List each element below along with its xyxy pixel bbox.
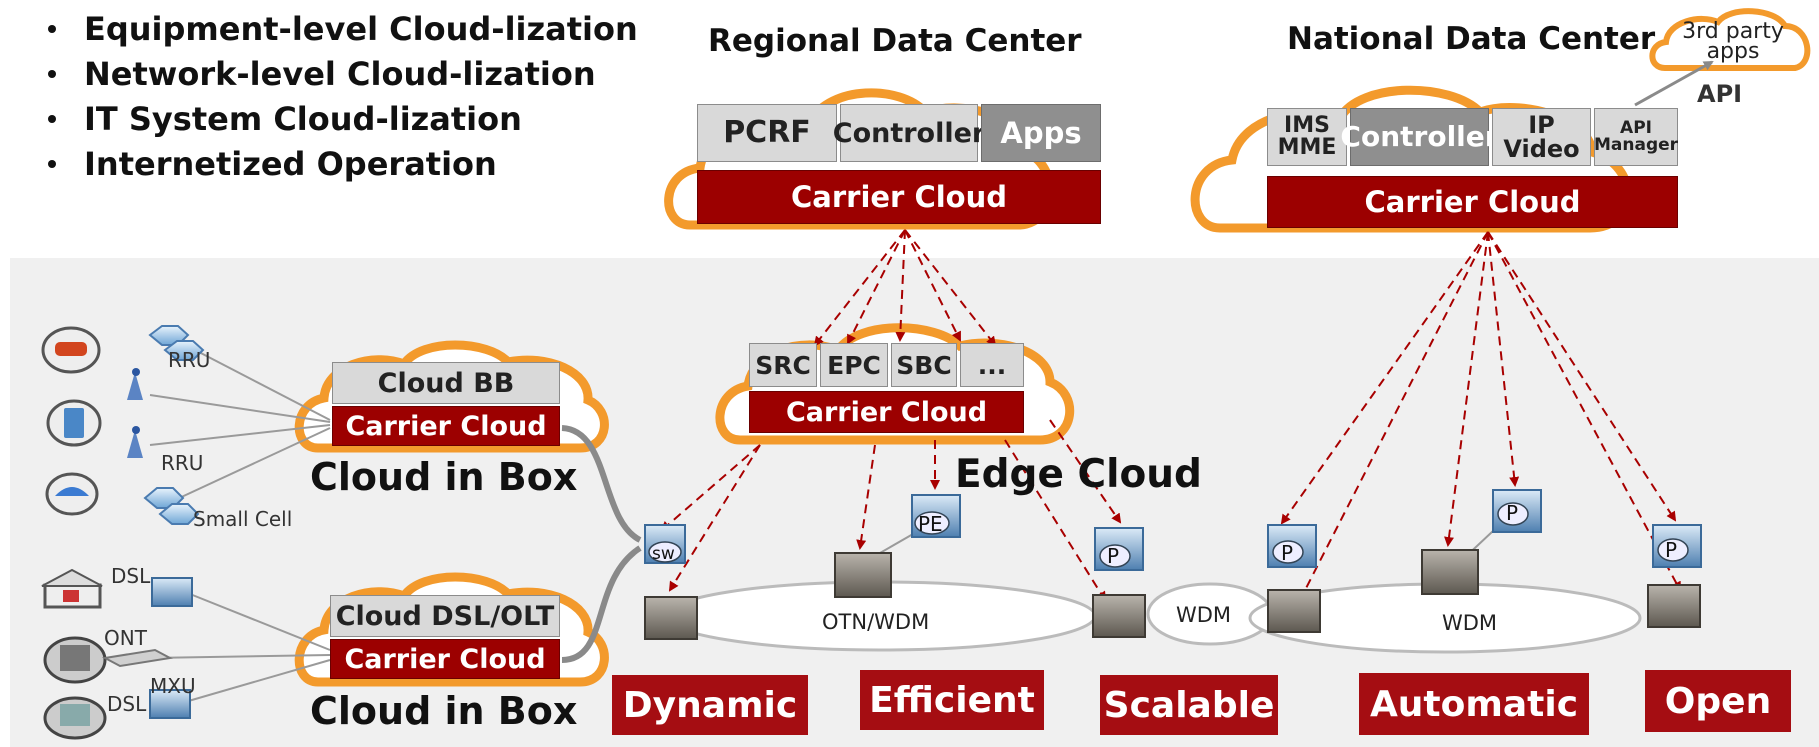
box-top-module: Cloud BB (332, 362, 560, 404)
pe-node-label: PE (918, 512, 943, 536)
dsl-label-2: DSL (107, 692, 147, 716)
bullet-text: Internetized Operation (84, 145, 497, 183)
device-server-icon (43, 696, 107, 740)
national-module-api-manager: API Manager (1594, 108, 1678, 166)
box-top-label: Cloud in Box (310, 455, 578, 499)
bullet-2: Network-level Cloud-lization (48, 55, 596, 93)
p-node-icon-1 (1094, 527, 1144, 571)
bullet-dot (48, 25, 56, 33)
bullet-4: Internetized Operation (48, 145, 497, 183)
tag-efficient: Efficient (860, 670, 1044, 730)
box-top-uplink (561, 425, 642, 543)
box-bottom-uplink (561, 545, 642, 663)
regional-module-pcrf: PCRF (697, 104, 837, 162)
ring-label-wdm-1: WDM (1176, 603, 1232, 627)
p-node-label-2: P (1281, 541, 1294, 565)
pe-node-icon (911, 494, 961, 538)
bullet-text: Equipment-level Cloud-lization (84, 10, 638, 48)
tag-automatic: Automatic (1359, 673, 1589, 735)
box-bottom-label: Cloud in Box (310, 689, 578, 733)
bullet-dot (48, 70, 56, 78)
mxu-icon (149, 689, 191, 719)
p-node-icon-4 (1652, 524, 1702, 568)
third-party-apps-label: 3rd party apps (1682, 19, 1784, 64)
p-node-label-1: P (1107, 544, 1120, 568)
ont-label: ONT (104, 626, 147, 650)
regional-title: Regional Data Center (708, 23, 1082, 59)
bullet-dot (48, 115, 56, 123)
bullet-3: IT System Cloud-lization (48, 100, 522, 138)
edge-module-src: SRC (749, 343, 817, 387)
small-cell-icon (143, 487, 200, 525)
ring-label-otn-wdm: OTN/WDM (822, 610, 930, 634)
tag-open: Open (1645, 670, 1791, 732)
box-bottom-carrier-cloud: Carrier Cloud (330, 639, 560, 679)
api-arrow (1634, 60, 1714, 107)
sw-node-label: sw (652, 544, 675, 564)
ont-icon (101, 648, 174, 668)
third-party-cloud-shape (1649, 8, 1811, 71)
p-node-label-4: P (1665, 538, 1678, 562)
device-tablet-icon (46, 399, 102, 447)
rack-icon-4 (1267, 589, 1321, 633)
edge-module-sbc: SBC (891, 343, 957, 387)
sw-node-icon (644, 524, 686, 564)
small-cell-label: Small Cell (193, 507, 293, 531)
tag-scalable: Scalable (1100, 675, 1278, 735)
rru-label-2: RRU (161, 451, 204, 475)
regional-module-apps: Apps (981, 104, 1101, 162)
p-node-icon-3 (1492, 489, 1542, 533)
national-title: National Data Center (1287, 21, 1656, 57)
box-bottom-module: Cloud DSL/OLT (330, 595, 560, 637)
ring-label-wdm-2: WDM (1442, 611, 1498, 635)
rru-icon-1 (148, 325, 205, 361)
bullet-text: Network-level Cloud-lization (84, 55, 596, 93)
device-phone-icon (45, 472, 99, 516)
rack-icon-6 (1647, 584, 1701, 628)
edge-module-epc: EPC (820, 343, 888, 387)
tag-dynamic: Dynamic (612, 675, 808, 735)
rack-icon-1 (644, 596, 698, 640)
p-node-label-3: P (1506, 501, 1519, 525)
regional-carrier-cloud: Carrier Cloud (697, 170, 1101, 224)
mxu-label: MXU (150, 674, 196, 698)
national-module-ip-video: IP Video (1492, 108, 1591, 166)
bullet-text: IT System Cloud-lization (84, 100, 522, 138)
api-label: API (1697, 80, 1743, 108)
device-home-icon (41, 568, 103, 609)
national-module-controller: Controller (1340, 108, 1499, 166)
rack-icon-5 (1421, 549, 1479, 595)
rru-label-1: RRU (168, 348, 211, 372)
bullet-dot (48, 160, 56, 168)
rack-icon-2 (834, 552, 892, 598)
p-node-icon-2 (1267, 524, 1317, 568)
box-top-carrier-cloud: Carrier Cloud (332, 406, 560, 446)
device-car-icon (41, 326, 101, 374)
national-arrows (1280, 231, 1681, 602)
bullet-1: Equipment-level Cloud-lization (48, 10, 638, 48)
edge-module-more: ... (960, 343, 1024, 387)
edge-cloud-label: Edge Cloud (955, 452, 1202, 497)
dsl-label-1: DSL (111, 564, 151, 588)
national-carrier-cloud: Carrier Cloud (1267, 176, 1678, 228)
antenna-icon-2 (127, 426, 143, 458)
regional-module-controller: Controller (833, 104, 985, 162)
device-building-icon (43, 636, 107, 684)
dsl-modem-icon-1 (151, 577, 193, 607)
antenna-icon-1 (127, 368, 143, 400)
regional-arrows (660, 229, 1122, 602)
edge-carrier-cloud: Carrier Cloud (749, 391, 1024, 433)
national-module-ims-mme: IMS MME (1267, 108, 1347, 166)
rack-icon-3 (1092, 594, 1146, 638)
